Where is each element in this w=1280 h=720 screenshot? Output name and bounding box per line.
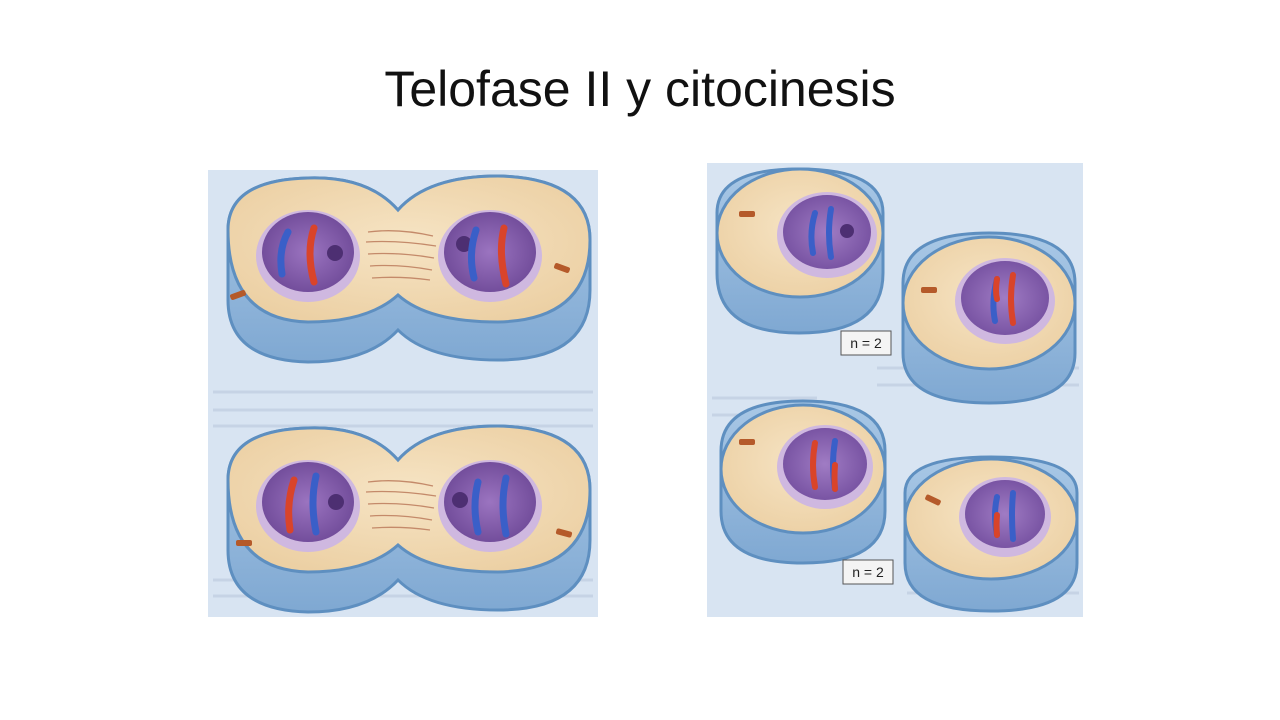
chromosome-blue <box>471 478 482 536</box>
chromosome-red <box>285 476 298 534</box>
ploidy-label-top: n = 2 <box>840 330 892 356</box>
nucleus <box>965 480 1045 548</box>
spindle-fibers <box>365 480 437 531</box>
chromosome-red <box>1008 272 1016 326</box>
daughter-cell-3 <box>719 399 887 565</box>
ploidy-label-box <box>842 559 894 585</box>
chromosome-blue <box>1009 490 1016 542</box>
chromosome-red <box>993 276 1000 302</box>
nucleus <box>783 428 867 500</box>
telophase-ii-dividing-cells-panel <box>208 170 598 617</box>
chromosome-blue <box>277 228 292 278</box>
daughter-cell-1 <box>715 167 885 335</box>
dividing-cell-bottom <box>226 424 592 614</box>
nucleolus <box>328 494 344 510</box>
centriole <box>739 211 755 217</box>
dividing-cell-top <box>226 174 592 364</box>
daughter-cells-panel: n = 2 n = 2 <box>707 163 1083 617</box>
chromosome-red <box>810 440 818 490</box>
centriole <box>554 263 570 273</box>
chromosome-blue <box>826 206 834 260</box>
centriole <box>236 540 252 546</box>
chromosome-red <box>306 224 318 286</box>
ploidy-label-text: n = 2 <box>852 564 884 580</box>
nucleus <box>444 212 536 292</box>
chromosome-blue <box>309 472 320 536</box>
chromosome-blue <box>808 210 818 256</box>
chromosome-red <box>993 512 1000 538</box>
ploidy-label-text: n = 2 <box>850 335 882 351</box>
nucleolus <box>327 245 343 261</box>
nucleolus <box>840 224 854 238</box>
chromosome-blue <box>499 474 510 538</box>
centriole <box>739 439 755 445</box>
chromosome-red <box>831 462 838 492</box>
nucleolus <box>456 236 472 252</box>
nucleus <box>961 261 1049 335</box>
centriole <box>230 290 246 300</box>
daughter-cell-2 <box>901 231 1077 405</box>
chromosome-red <box>497 224 510 288</box>
daughter-cell-4 <box>903 455 1079 613</box>
centriole <box>925 494 941 506</box>
ploidy-label-box <box>840 330 892 356</box>
slide-title: Telofase II y citocinesis <box>384 61 896 117</box>
nucleus <box>262 462 354 542</box>
nucleolus <box>452 492 468 508</box>
centriole <box>555 528 573 538</box>
centriole <box>921 287 937 293</box>
spindle-fibers <box>365 230 437 281</box>
ploidy-label-bottom: n = 2 <box>842 559 894 585</box>
nucleus <box>444 462 536 542</box>
chromosome-blue <box>467 226 480 282</box>
